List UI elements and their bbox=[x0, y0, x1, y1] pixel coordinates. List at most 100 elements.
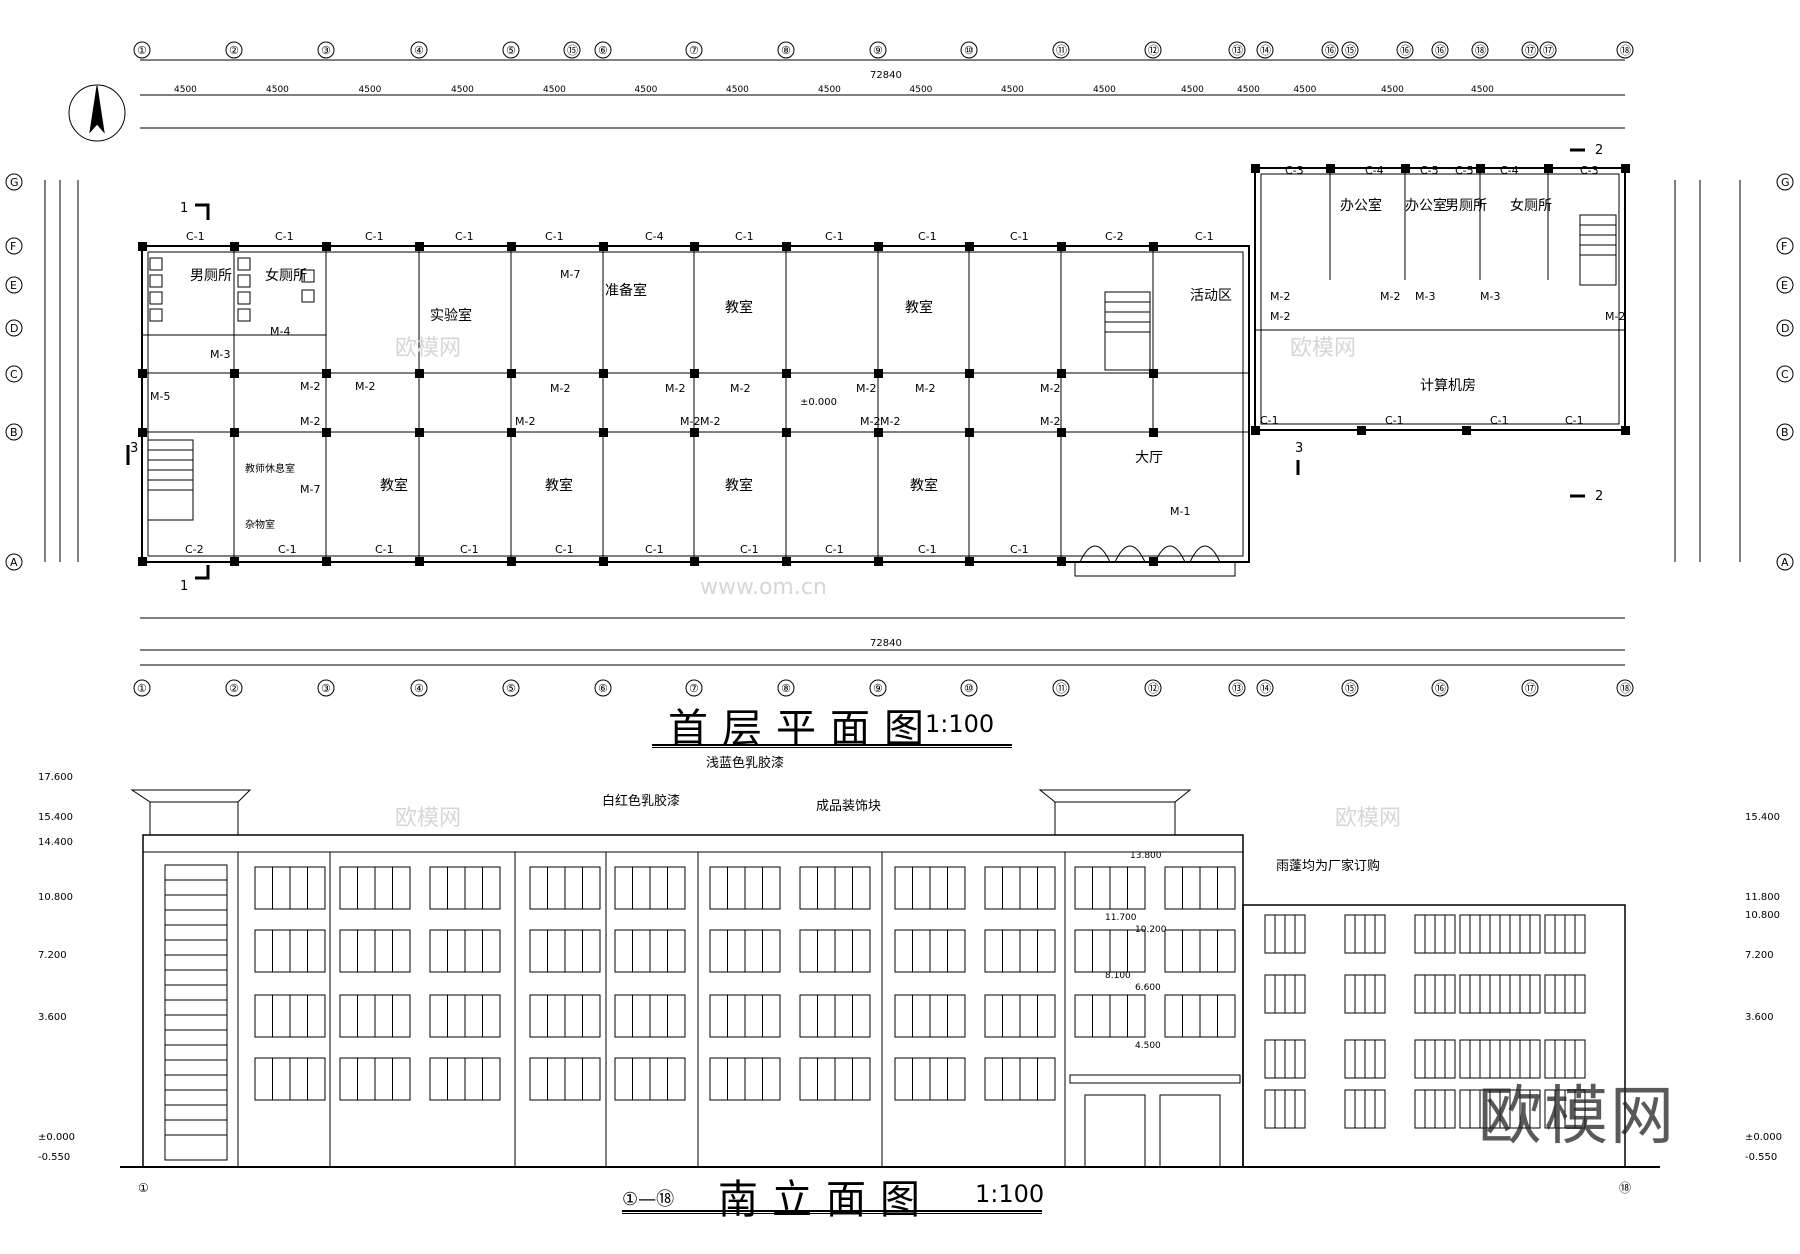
dimension-top: 4500 bbox=[359, 85, 382, 95]
window-tag: C-4 bbox=[645, 230, 664, 243]
dimension-top: 4500 bbox=[635, 85, 658, 95]
dimension-top: 4500 bbox=[726, 85, 749, 95]
window-tag: C-1 bbox=[735, 230, 754, 243]
plan-title-underline bbox=[652, 744, 1012, 748]
axis-label-left: C bbox=[10, 368, 18, 381]
elevation-axis-end: ⑱ bbox=[1619, 1181, 1631, 1195]
level-mark-left: 10.800 bbox=[38, 892, 73, 903]
dimension-top: 4500 bbox=[451, 85, 474, 95]
door-tag: M-1 bbox=[1170, 505, 1190, 518]
watermark: 欧模网 bbox=[395, 336, 462, 361]
level-mark-right: 11.800 bbox=[1745, 892, 1780, 903]
axis-bubble-bottom bbox=[1228, 679, 1246, 697]
dimension-top: 4500 bbox=[1381, 85, 1404, 95]
door-tag: M-2 bbox=[665, 382, 685, 395]
axis-bubble-left bbox=[5, 365, 23, 383]
dimension-top: 4500 bbox=[818, 85, 841, 95]
axis-label-top: ③ bbox=[321, 44, 331, 57]
room-label: 教室 bbox=[725, 477, 753, 494]
elevation-title-underline bbox=[622, 1210, 1042, 1214]
room-label: 办公室 bbox=[1340, 197, 1382, 214]
window-tag: C-1 bbox=[825, 230, 844, 243]
level-mark-left: -0.550 bbox=[38, 1152, 70, 1163]
watermark: 欧模网 bbox=[1335, 806, 1402, 831]
axis-bubble-bottom bbox=[594, 679, 612, 697]
axis-label-bottom: ③ bbox=[321, 682, 331, 695]
axis-bubble-top bbox=[1431, 41, 1449, 59]
level-mark-mid: 13.800 bbox=[1130, 851, 1162, 861]
axis-bubble-top bbox=[225, 41, 243, 59]
room-label: 教师休息室 bbox=[245, 462, 295, 475]
door-tag: M-7 bbox=[300, 483, 320, 496]
overall-dimension-bottom: 72840 bbox=[870, 638, 902, 649]
level-mark-mid: 11.700 bbox=[1105, 913, 1137, 923]
window-tag: C-3 bbox=[1285, 164, 1304, 177]
axis-label-top: ⑥ bbox=[598, 44, 608, 57]
room-label: 教室 bbox=[380, 477, 408, 494]
door-tag: M-2 bbox=[1270, 290, 1290, 303]
level-mark-right: ±0.000 bbox=[1745, 1132, 1782, 1143]
axis-label-right: F bbox=[1781, 240, 1787, 253]
axis-label-top: ⑰ bbox=[1543, 44, 1554, 57]
window-tag: C-1 bbox=[1010, 543, 1029, 556]
axis-label-bottom: ⑬ bbox=[1232, 682, 1243, 695]
axis-label-bottom: ⑫ bbox=[1148, 682, 1159, 695]
axis-label-right: C bbox=[1781, 368, 1789, 381]
axis-bubble-bottom bbox=[960, 679, 978, 697]
axis-bubble-top bbox=[1052, 41, 1070, 59]
window-tag: C-1 bbox=[918, 543, 937, 556]
note-light-blue-paint: 浅蓝色乳胶漆 bbox=[706, 756, 785, 771]
axis-bubble-bottom bbox=[1052, 679, 1070, 697]
axis-bubble-bottom bbox=[1144, 679, 1162, 697]
axis-bubble-right bbox=[1776, 553, 1794, 571]
axis-label-bottom: ⑧ bbox=[781, 682, 791, 695]
dimension-top: 4500 bbox=[1093, 85, 1116, 95]
room-label: 计算机房 bbox=[1420, 378, 1476, 394]
axis-label-top: ⑱ bbox=[1620, 44, 1631, 57]
window-tag: C-1 bbox=[460, 543, 479, 556]
axis-bubble-right bbox=[1776, 173, 1794, 191]
axis-label-bottom: ⑰ bbox=[1525, 682, 1536, 695]
axis-bubble-top bbox=[1471, 41, 1489, 59]
brand-logo: 欧模网 bbox=[1478, 1080, 1676, 1154]
axis-label-top: ⑯ bbox=[1435, 44, 1446, 57]
axis-label-bottom: ⑯ bbox=[1435, 682, 1446, 695]
door-tag: M-2 bbox=[915, 382, 935, 395]
level-mark-right: -0.550 bbox=[1745, 1152, 1777, 1163]
level-mark-right: 15.400 bbox=[1745, 812, 1780, 823]
axis-label-right: G bbox=[1781, 176, 1790, 189]
window-tag: C-1 bbox=[278, 543, 297, 556]
window-tag: C-1 bbox=[1385, 414, 1404, 427]
axis-label-right: B bbox=[1781, 426, 1789, 439]
axis-bubble-right bbox=[1776, 237, 1794, 255]
north-arrow-icon bbox=[68, 84, 126, 142]
axis-label-top: ⑧ bbox=[781, 44, 791, 57]
room-label: 女厕所 bbox=[265, 267, 307, 284]
axis-label-top: ⑱ bbox=[1475, 44, 1486, 57]
window-tag: C-1 bbox=[1260, 414, 1279, 427]
room-label: 活动区 bbox=[1190, 288, 1232, 304]
level-mark-right: 3.600 bbox=[1745, 1012, 1774, 1023]
note-canopy: 雨蓬均为厂家订购 bbox=[1276, 859, 1381, 874]
elevation-axis-start: ① bbox=[138, 1181, 149, 1195]
window-tag: C-1 bbox=[1010, 230, 1029, 243]
door-tag: M-7 bbox=[560, 268, 580, 281]
dimension-top: 4500 bbox=[266, 85, 289, 95]
window-tag: C-1 bbox=[825, 543, 844, 556]
axis-label-right: E bbox=[1781, 279, 1788, 292]
room-label: 教室 bbox=[545, 477, 573, 494]
axis-label-top: ⑦ bbox=[689, 44, 699, 57]
dimension-top: 4500 bbox=[1471, 85, 1494, 95]
axis-label-top: ⑮ bbox=[1345, 44, 1356, 57]
axis-label-bottom: ⑮ bbox=[1345, 682, 1356, 695]
door-tag: M-2 bbox=[550, 382, 570, 395]
plan-scale: 1:100 bbox=[925, 710, 995, 738]
section-mark: 1 bbox=[180, 579, 188, 594]
door-tag: M-2 bbox=[700, 415, 720, 428]
section-mark: 1 bbox=[180, 201, 188, 216]
axis-bubble-top bbox=[133, 41, 151, 59]
window-tag: C-1 bbox=[375, 543, 394, 556]
window-tag: C-1 bbox=[740, 543, 759, 556]
axis-label-bottom: ⑦ bbox=[689, 682, 699, 695]
